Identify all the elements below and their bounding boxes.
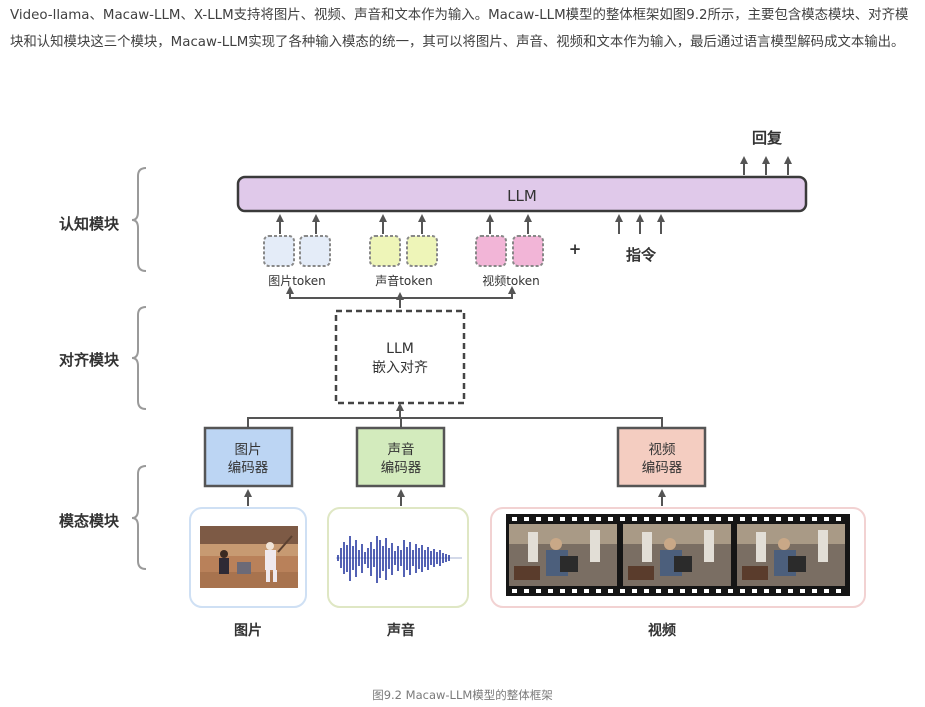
video-token-1 (475, 235, 507, 267)
audio-encoder (355, 426, 446, 488)
audio-encoder-line2: 编码器 (381, 460, 422, 476)
image-token-label: 图片token (268, 274, 326, 288)
audio-encoder-line1: 声音 (388, 441, 415, 458)
alignment-box-line2: 嵌入对齐 (372, 360, 428, 376)
video-frame-1 (509, 524, 617, 586)
audio-input-label: 声音 (386, 622, 415, 639)
image-token-1 (263, 235, 295, 267)
cognition-brace (131, 167, 147, 272)
output-arrows (740, 156, 792, 175)
video-filmstrip (506, 514, 850, 596)
video-frame-3 (737, 524, 845, 586)
baseball-photo (200, 526, 298, 588)
instruction-label: 指令 (626, 246, 657, 264)
plus-sign: + (569, 240, 582, 258)
reply-label: 回复 (752, 129, 783, 147)
image-input-label: 图片 (234, 622, 262, 639)
video-encoder-line2: 编码器 (642, 460, 683, 476)
llm-bar (236, 175, 808, 213)
image-encoder-line2: 编码器 (228, 460, 269, 476)
alignment-to-token-connectors (286, 286, 516, 308)
audio-token-label: 声音token (375, 273, 433, 288)
video-encoder-line1: 视频 (649, 442, 677, 458)
video-encoder (616, 426, 707, 488)
llm-label: LLM (507, 187, 537, 205)
video-frame-2 (623, 524, 731, 586)
input-to-encoder-arrows (244, 489, 666, 506)
modality-module-label: 模态模块 (59, 512, 120, 530)
video-token-2 (512, 235, 544, 267)
alignment-box-line1: LLM (386, 341, 414, 357)
image-token-2 (299, 235, 331, 267)
intro-paragraph: Video-llama、Macaw-LLM、X-LLM支持将图片、视频、声音和文… (10, 8, 909, 50)
image-encoder (203, 426, 294, 488)
modality-brace (131, 465, 147, 570)
alignment-module-label: 对齐模块 (59, 351, 120, 369)
alignment-brace (131, 306, 147, 410)
token-to-llm-arrows (276, 214, 665, 234)
cognition-module-label: 认知模块 (59, 215, 120, 233)
audio-waveform (337, 536, 450, 583)
audio-token-1 (369, 235, 401, 267)
macaw-llm-framework-diagram: 认知模块 对齐模块 模态模块 回复 LLM + 指令 图片token 声音tok… (59, 129, 866, 639)
alignment-box (334, 309, 466, 405)
video-input-label: 视频 (648, 622, 676, 639)
encoder-to-alignment-connectors (247, 403, 663, 428)
video-token-label: 视频token (482, 273, 540, 288)
image-encoder-line1: 图片 (235, 442, 262, 458)
figure-caption: 图9.2 Macaw-LLM模型的整体框架 (372, 688, 553, 702)
audio-token-2 (406, 235, 438, 267)
